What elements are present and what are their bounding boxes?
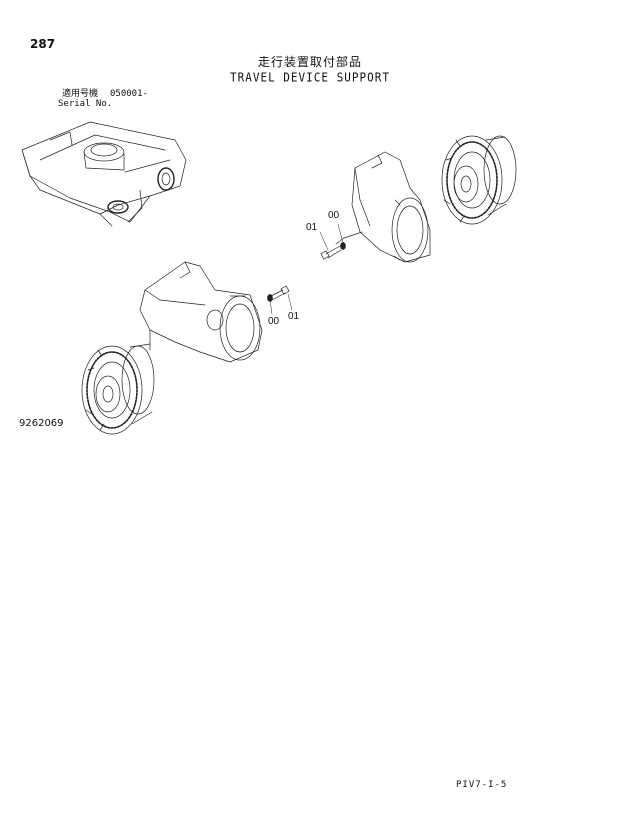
lower-travel-motor-illustration <box>81 261 263 435</box>
lower-bolt-washer-illustration <box>267 285 293 315</box>
serial-number-value: 050001- <box>110 89 148 99</box>
upper-bolt-washer-illustration <box>319 223 346 260</box>
page-title-english: TRAVEL DEVICE SUPPORT <box>229 70 391 85</box>
serial-label-japanese: 適用号機 <box>62 89 99 99</box>
page-code: PIV7-I-5 <box>456 780 508 790</box>
callout-lower-00: 00 <box>268 316 280 327</box>
track-frame-illustration <box>21 121 187 227</box>
drawing-number: 9262069 <box>19 418 64 429</box>
callout-lower-01: 01 <box>288 311 300 322</box>
page-title-japanese: 走行装置取付部品 <box>257 55 362 69</box>
serial-label-english: Serial No. <box>58 99 113 109</box>
upper-travel-motor-illustration <box>335 135 517 263</box>
page-number: 287 <box>30 37 56 51</box>
callout-upper-00: 00 <box>328 210 340 221</box>
callout-upper-01: 01 <box>306 222 318 233</box>
